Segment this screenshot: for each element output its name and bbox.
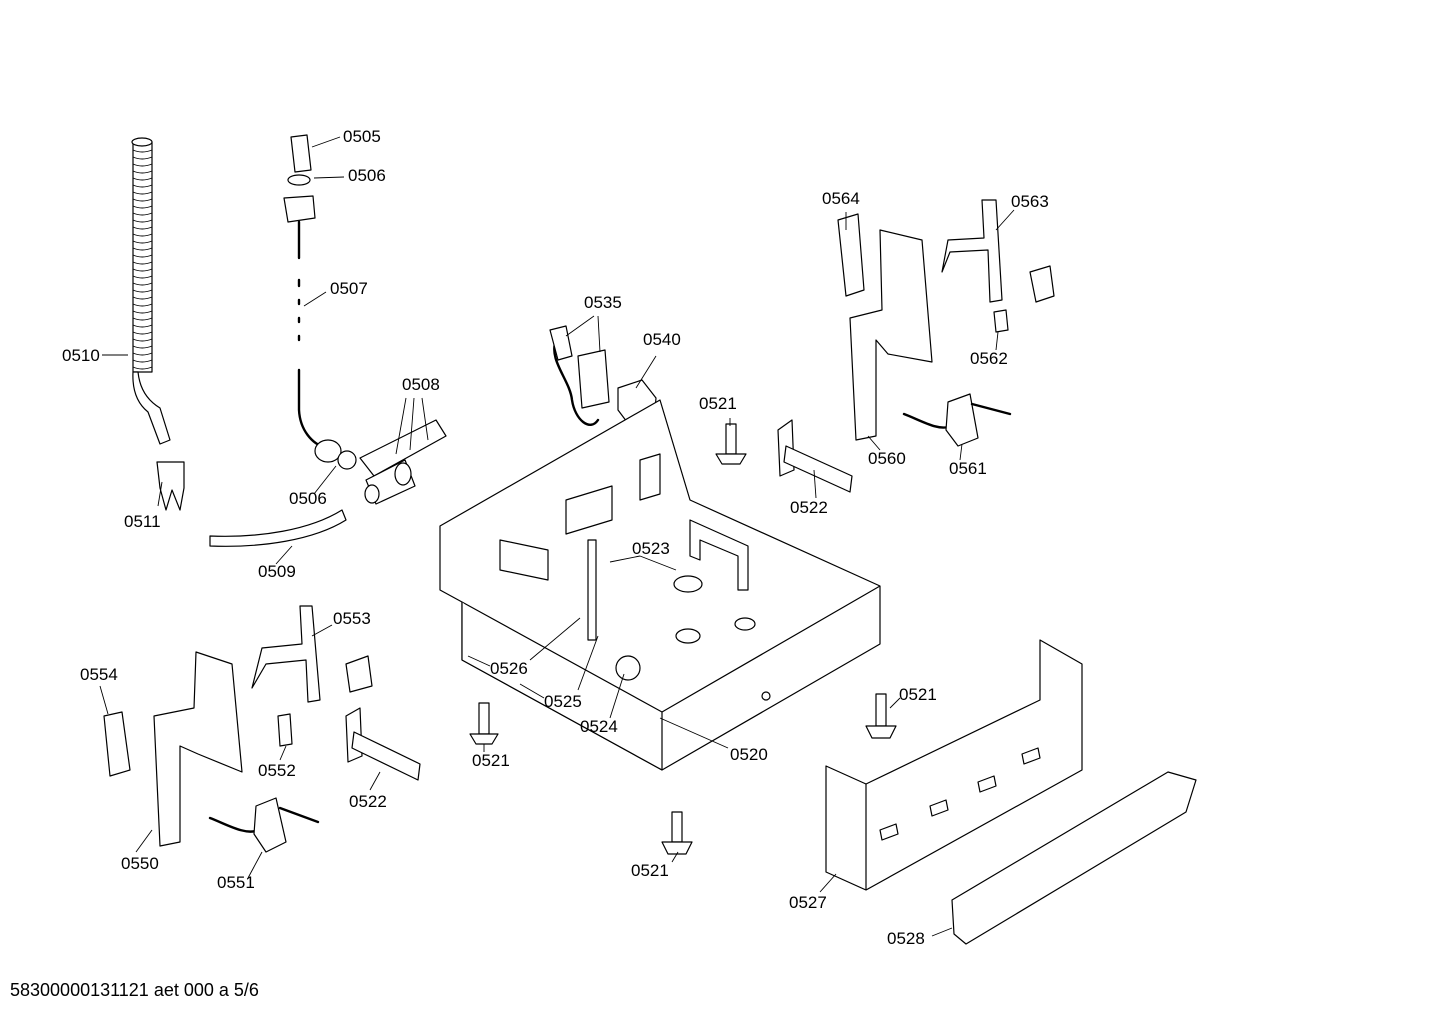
- part-cover-0564: [837, 213, 865, 297]
- callout-0520: 0520: [730, 745, 768, 764]
- callout-0540: 0540: [643, 330, 681, 349]
- part-clip-0511: [156, 461, 185, 511]
- hose-ribs: [132, 149, 153, 370]
- callout-0550: 0550: [121, 854, 159, 873]
- callout-0506-a: 0506: [348, 166, 386, 185]
- callout-labels: 0505 0506 0507 0510 0508 0506 0511 0509 …: [62, 127, 1049, 948]
- callout-0510: 0510: [62, 346, 100, 365]
- part-cover-0554: [103, 711, 131, 777]
- part-screw-0521-a: [715, 423, 747, 465]
- part-switch-0561: [902, 393, 1012, 447]
- part-screw-0521-c: [865, 693, 897, 739]
- part-cable-0535: [549, 325, 610, 426]
- part-clip-0562: [993, 309, 1009, 333]
- callout-0561: 0561: [949, 459, 987, 478]
- part-panel-0527: [825, 639, 1083, 891]
- callout-0507: 0507: [330, 279, 368, 298]
- callout-0525: 0525: [544, 692, 582, 711]
- callout-0564: 0564: [822, 189, 860, 208]
- callout-0527: 0527: [789, 893, 827, 912]
- part-bracket-0553: [251, 605, 373, 703]
- part-spring-0522-a: [777, 419, 853, 493]
- callout-0505: 0505: [343, 127, 381, 146]
- callout-0551: 0551: [217, 873, 255, 892]
- callout-0560: 0560: [868, 449, 906, 468]
- leader-lines: [99, 136, 1015, 937]
- part-panel-0528: [951, 771, 1197, 945]
- part-base-tub-0520: [439, 399, 881, 771]
- callout-0554: 0554: [80, 665, 118, 684]
- part-bracket-0550: [153, 651, 243, 847]
- callout-0563: 0563: [1011, 192, 1049, 211]
- part-hose-0509: [209, 509, 347, 547]
- callout-0524: 0524: [580, 717, 618, 736]
- callout-0521-a: 0521: [699, 394, 737, 413]
- callout-0508: 0508: [402, 375, 440, 394]
- callout-0523: 0523: [632, 539, 670, 558]
- callout-0526: 0526: [490, 659, 528, 678]
- part-bracket-0563: [941, 199, 1055, 303]
- callout-0511: 0511: [124, 512, 161, 531]
- part-drain-hose-0510: [131, 137, 171, 445]
- part-inlet-hose-0507: [283, 134, 357, 470]
- callout-0552: 0552: [258, 761, 296, 780]
- part-spring-0522-b: [345, 707, 421, 781]
- callout-0509: 0509: [258, 562, 296, 581]
- callout-0562: 0562: [970, 349, 1008, 368]
- part-screw-0521-b: [469, 702, 499, 745]
- callout-0522-a: 0522: [790, 498, 828, 517]
- part-inlet-valve-0508: [359, 419, 447, 505]
- callout-0521-b: 0521: [472, 751, 510, 770]
- part-screw-0521-d: [661, 811, 693, 855]
- document-id-footer: 58300000131121 aet 000 a 5/6: [10, 980, 259, 1000]
- callout-0553: 0553: [333, 609, 371, 628]
- part-bracket-0560: [849, 229, 933, 441]
- callout-0521-c: 0521: [899, 685, 937, 704]
- callout-0522-b: 0522: [349, 792, 387, 811]
- callout-0535: 0535: [584, 293, 622, 312]
- part-switch-0551: [208, 797, 320, 853]
- callout-0506-b: 0506: [289, 489, 327, 508]
- part-clip-0552: [277, 713, 293, 747]
- callout-0528: 0528: [887, 929, 925, 948]
- callout-0521-d: 0521: [631, 861, 669, 880]
